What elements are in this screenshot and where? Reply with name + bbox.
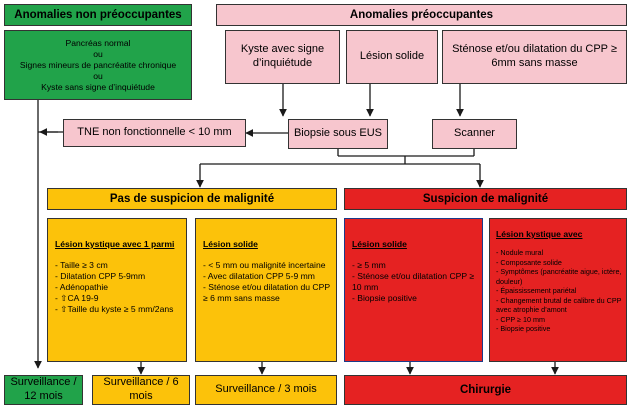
nonconcern-line: ou: [93, 70, 103, 81]
concern-header: Anomalies préoccupantes: [216, 4, 627, 26]
list-item: - Nodule mural: [496, 248, 544, 257]
list-item: - Adénopathie: [55, 282, 109, 292]
list-item: - Biopsie positive: [496, 324, 551, 333]
list-item: - ⇧Taille du kyste ≥ 5 mm/2ans: [55, 304, 174, 314]
no-susp-cystic-box: Lésion kystique avec 1 parmi - Taille ≥ …: [47, 218, 187, 362]
suspicion-header: Suspicion de malignité: [344, 188, 627, 210]
tne-box: TNE non fonctionnelle < 10 mm: [63, 119, 246, 147]
list-item: - Sténose et/ou dilatation CPP ≥ 10 mm: [352, 271, 475, 292]
scanner-box: Scanner: [432, 119, 517, 149]
susp-cystic-list: - Nodule mural - Composante solide - Sym…: [496, 248, 622, 334]
susp-solid-title: Lésion solide: [352, 239, 407, 249]
surveillance-3-box: Surveillance / 3 mois: [195, 375, 337, 405]
list-item: - Avec dilatation CPP 5-9 mm: [203, 271, 315, 281]
concern-kyste-box: Kyste avec signe d’inquiétude: [225, 30, 340, 84]
list-item: - Épaississement pariétal: [496, 286, 577, 295]
susp-solid-box: Lésion solide - ≥ 5 mm - Sténose et/ou d…: [344, 218, 483, 362]
surveillance-6-box: Surveillance / 6 mois: [92, 375, 190, 405]
nonconcern-line: Signes mineurs de pancréatite chronique: [19, 59, 177, 70]
list-item: - ⇧CA 19-9: [55, 293, 99, 303]
list-item: - < 5 mm ou malignité incertaine: [203, 260, 326, 270]
nonconcern-header: Anomalies non préoccupantes: [4, 4, 192, 26]
list-item: - Dilatation CPP 5-9mm: [55, 271, 146, 281]
biopsie-box: Biopsie sous EUS: [288, 119, 388, 149]
list-item: - Symptômes (pancréatite aigue, ictère, …: [496, 267, 622, 286]
concern-lesion-solide-box: Lésion solide: [346, 30, 438, 84]
susp-cystic-box: Lésion kystique avec - Nodule mural - Co…: [489, 218, 627, 362]
nonconcern-line: Kyste sans signe d’inquiétude: [41, 81, 155, 92]
no-susp-cystic-title: Lésion kystique avec 1 parmi: [55, 239, 175, 249]
list-item: - ≥ 5 mm: [352, 260, 386, 270]
list-item: - Sténose et/ou dilatation du CPP ≥ 6 mm…: [203, 282, 330, 303]
nonconcern-line: Pancréas normal: [65, 37, 131, 48]
susp-cystic-title: Lésion kystique avec: [496, 229, 583, 239]
no-suspicion-header: Pas de suspicion de malignité: [47, 188, 337, 210]
concern-stenose-box: Sténose et/ou dilatation du CPP ≥ 6mm sa…: [442, 30, 627, 84]
list-item: - Taille ≥ 3 cm: [55, 260, 108, 270]
list-item: - Biopsie positive: [352, 293, 417, 303]
no-susp-solid-box: Lésion solide - < 5 mm ou malignité ince…: [195, 218, 337, 362]
susp-solid-list: - ≥ 5 mm - Sténose et/ou dilatation CPP …: [352, 260, 477, 304]
list-item: - Changement brutal de calibre du CPP av…: [496, 295, 622, 315]
no-susp-solid-title: Lésion solide: [203, 239, 258, 249]
chirurgie-box: Chirurgie: [344, 375, 627, 405]
nonconcern-line: ou: [93, 48, 103, 59]
no-susp-solid-list: - < 5 mm ou malignité incertaine - Avec …: [203, 260, 331, 304]
surveillance-12-box: Surveillance / 12 mois: [4, 375, 83, 405]
no-susp-cystic-list: - Taille ≥ 3 cm - Dilatation CPP 5-9mm -…: [55, 260, 181, 315]
nonconcern-box: Pancréas normal ou Signes mineurs de pan…: [4, 30, 192, 100]
list-item: - Composante solide: [496, 257, 562, 267]
list-item: - CPP ≥ 10 mm: [496, 314, 545, 324]
